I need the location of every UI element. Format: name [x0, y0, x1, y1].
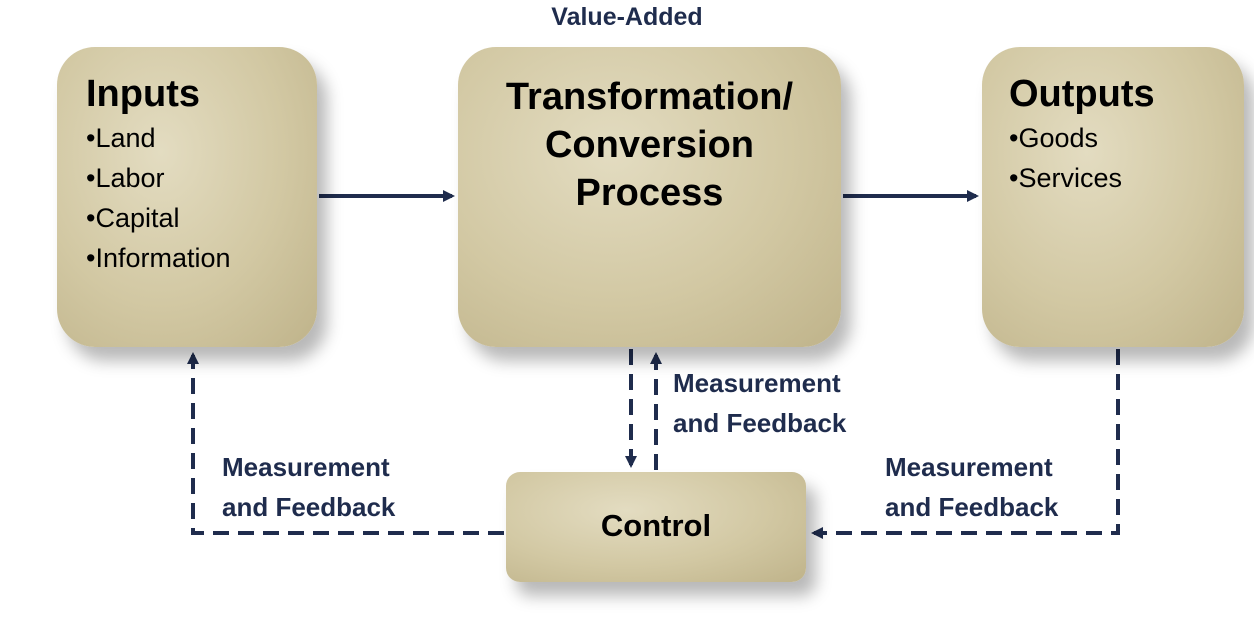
list-item: Land — [86, 118, 231, 158]
feedback-label-middle: Measurement and Feedback — [673, 363, 846, 443]
value-added-label: Value-Added — [551, 3, 703, 31]
list-item: Information — [86, 238, 230, 278]
inputs-list: Land Labor Capital Information — [86, 118, 231, 278]
transformation-title-line: Transformation/ — [505, 76, 794, 118]
control-box: Control — [506, 472, 806, 582]
feedback-label-right: Measurement and Feedback — [885, 447, 1058, 527]
transformation-box: Transformation/ Conversion Process — [458, 47, 841, 347]
outputs-list: Goods Services — [1009, 118, 1122, 198]
transformation-title-line: Conversion — [544, 124, 755, 166]
outputs-title: Outputs — [1009, 73, 1155, 115]
feedback-loop-outputs-to-control — [811, 349, 1120, 539]
transformation-title-line: Process — [575, 172, 724, 214]
feedback-label-line: Measurement — [673, 368, 841, 398]
list-item: Labor — [86, 158, 231, 198]
inputs-title: Inputs — [86, 73, 200, 115]
transformation-title: Transformation/ Conversion Process — [458, 73, 841, 217]
inputs-box: Inputs Land Labor Capital Information — [57, 47, 317, 347]
outputs-box: Outputs Goods Services — [982, 47, 1244, 347]
feedback-label-left: Measurement and Feedback — [222, 447, 395, 527]
control-label: Control — [600, 508, 712, 543]
feedback-label-line: Measurement — [885, 452, 1053, 482]
feedback-label-line: Measurement — [222, 452, 390, 482]
feedback-label-line: and Feedback — [673, 408, 847, 438]
feedback-loop-control-to-inputs — [187, 352, 504, 535]
feedback-label-line: and Feedback — [885, 492, 1059, 522]
list-item: Goods — [1009, 118, 1122, 158]
list-item: Services — [1009, 158, 1122, 198]
feedback-label-line: and Feedback — [222, 492, 396, 522]
list-item: Capital — [86, 198, 231, 238]
